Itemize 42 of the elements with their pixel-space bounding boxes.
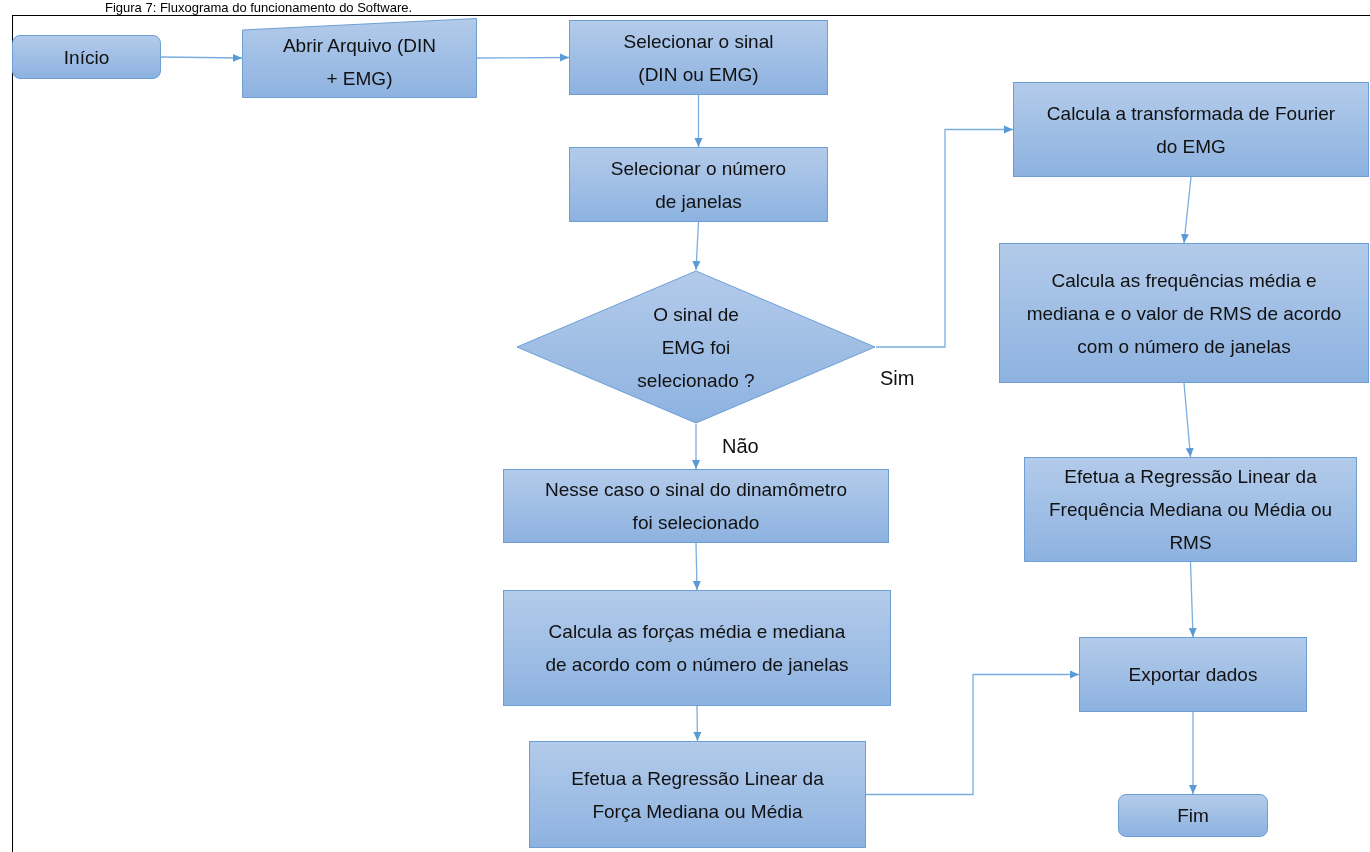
process-box [529, 741, 866, 848]
node-text: Efetua a Regressão Linear da Força Mediana ou Média [570, 766, 825, 824]
node-text: Calcula a transformada de Fourier do EMG [1045, 101, 1337, 159]
arrow [875, 125, 1014, 348]
arrow [1189, 711, 1197, 795]
input-box [242, 18, 477, 98]
decision-diamond [516, 270, 876, 424]
node-text: Calcula as frequências média e mediana e o valor de RMS de acordo com o número de janelas [1025, 268, 1343, 359]
process-box [1079, 637, 1307, 712]
arrow [693, 705, 702, 742]
arrow [694, 94, 703, 148]
figure-title: Figura 7: Fluxograma do funcionamento do Software. [105, 0, 413, 15]
process-box [1013, 82, 1369, 177]
edge-label: Sim [880, 366, 915, 390]
node-text: Selecionar o sinal (DIN ou EMG) [622, 29, 775, 87]
node-text: Exportar dados [1127, 663, 1259, 687]
arrow [692, 542, 701, 591]
node-text: Efetua a Regressão Linear da Frequência Mediana ou Média ou RMS [1047, 465, 1334, 555]
arrow [160, 53, 243, 62]
process-box [1024, 457, 1357, 562]
node-text: Calcula as forças média e mediana de acordo com o número de janelas [544, 620, 850, 677]
node-text: Início [62, 45, 111, 70]
node-text: Fim [1176, 804, 1210, 828]
arrow [692, 221, 701, 271]
arrow [1183, 382, 1194, 458]
edge-label: Não [722, 434, 759, 458]
arrow [476, 53, 570, 62]
node-text: Selecionar o número de janelas [609, 156, 788, 214]
process-box [503, 469, 889, 543]
process-box [569, 147, 828, 222]
process-box [503, 590, 891, 706]
node-text: O sinal de EMG foi selecionado ? [636, 302, 756, 393]
node-text: Abrir Arquivo (DIN + EMG) [281, 34, 438, 91]
process-box [569, 20, 828, 95]
arrow [1188, 561, 1197, 638]
arrow [865, 670, 1080, 796]
arrow [1180, 176, 1192, 244]
process-box [999, 243, 1369, 383]
arrow [692, 423, 700, 470]
node-text: Nesse caso o sinal do dinamômetro foi selecionado [543, 478, 848, 535]
terminal-box [1118, 794, 1268, 837]
terminal-box [12, 35, 161, 79]
